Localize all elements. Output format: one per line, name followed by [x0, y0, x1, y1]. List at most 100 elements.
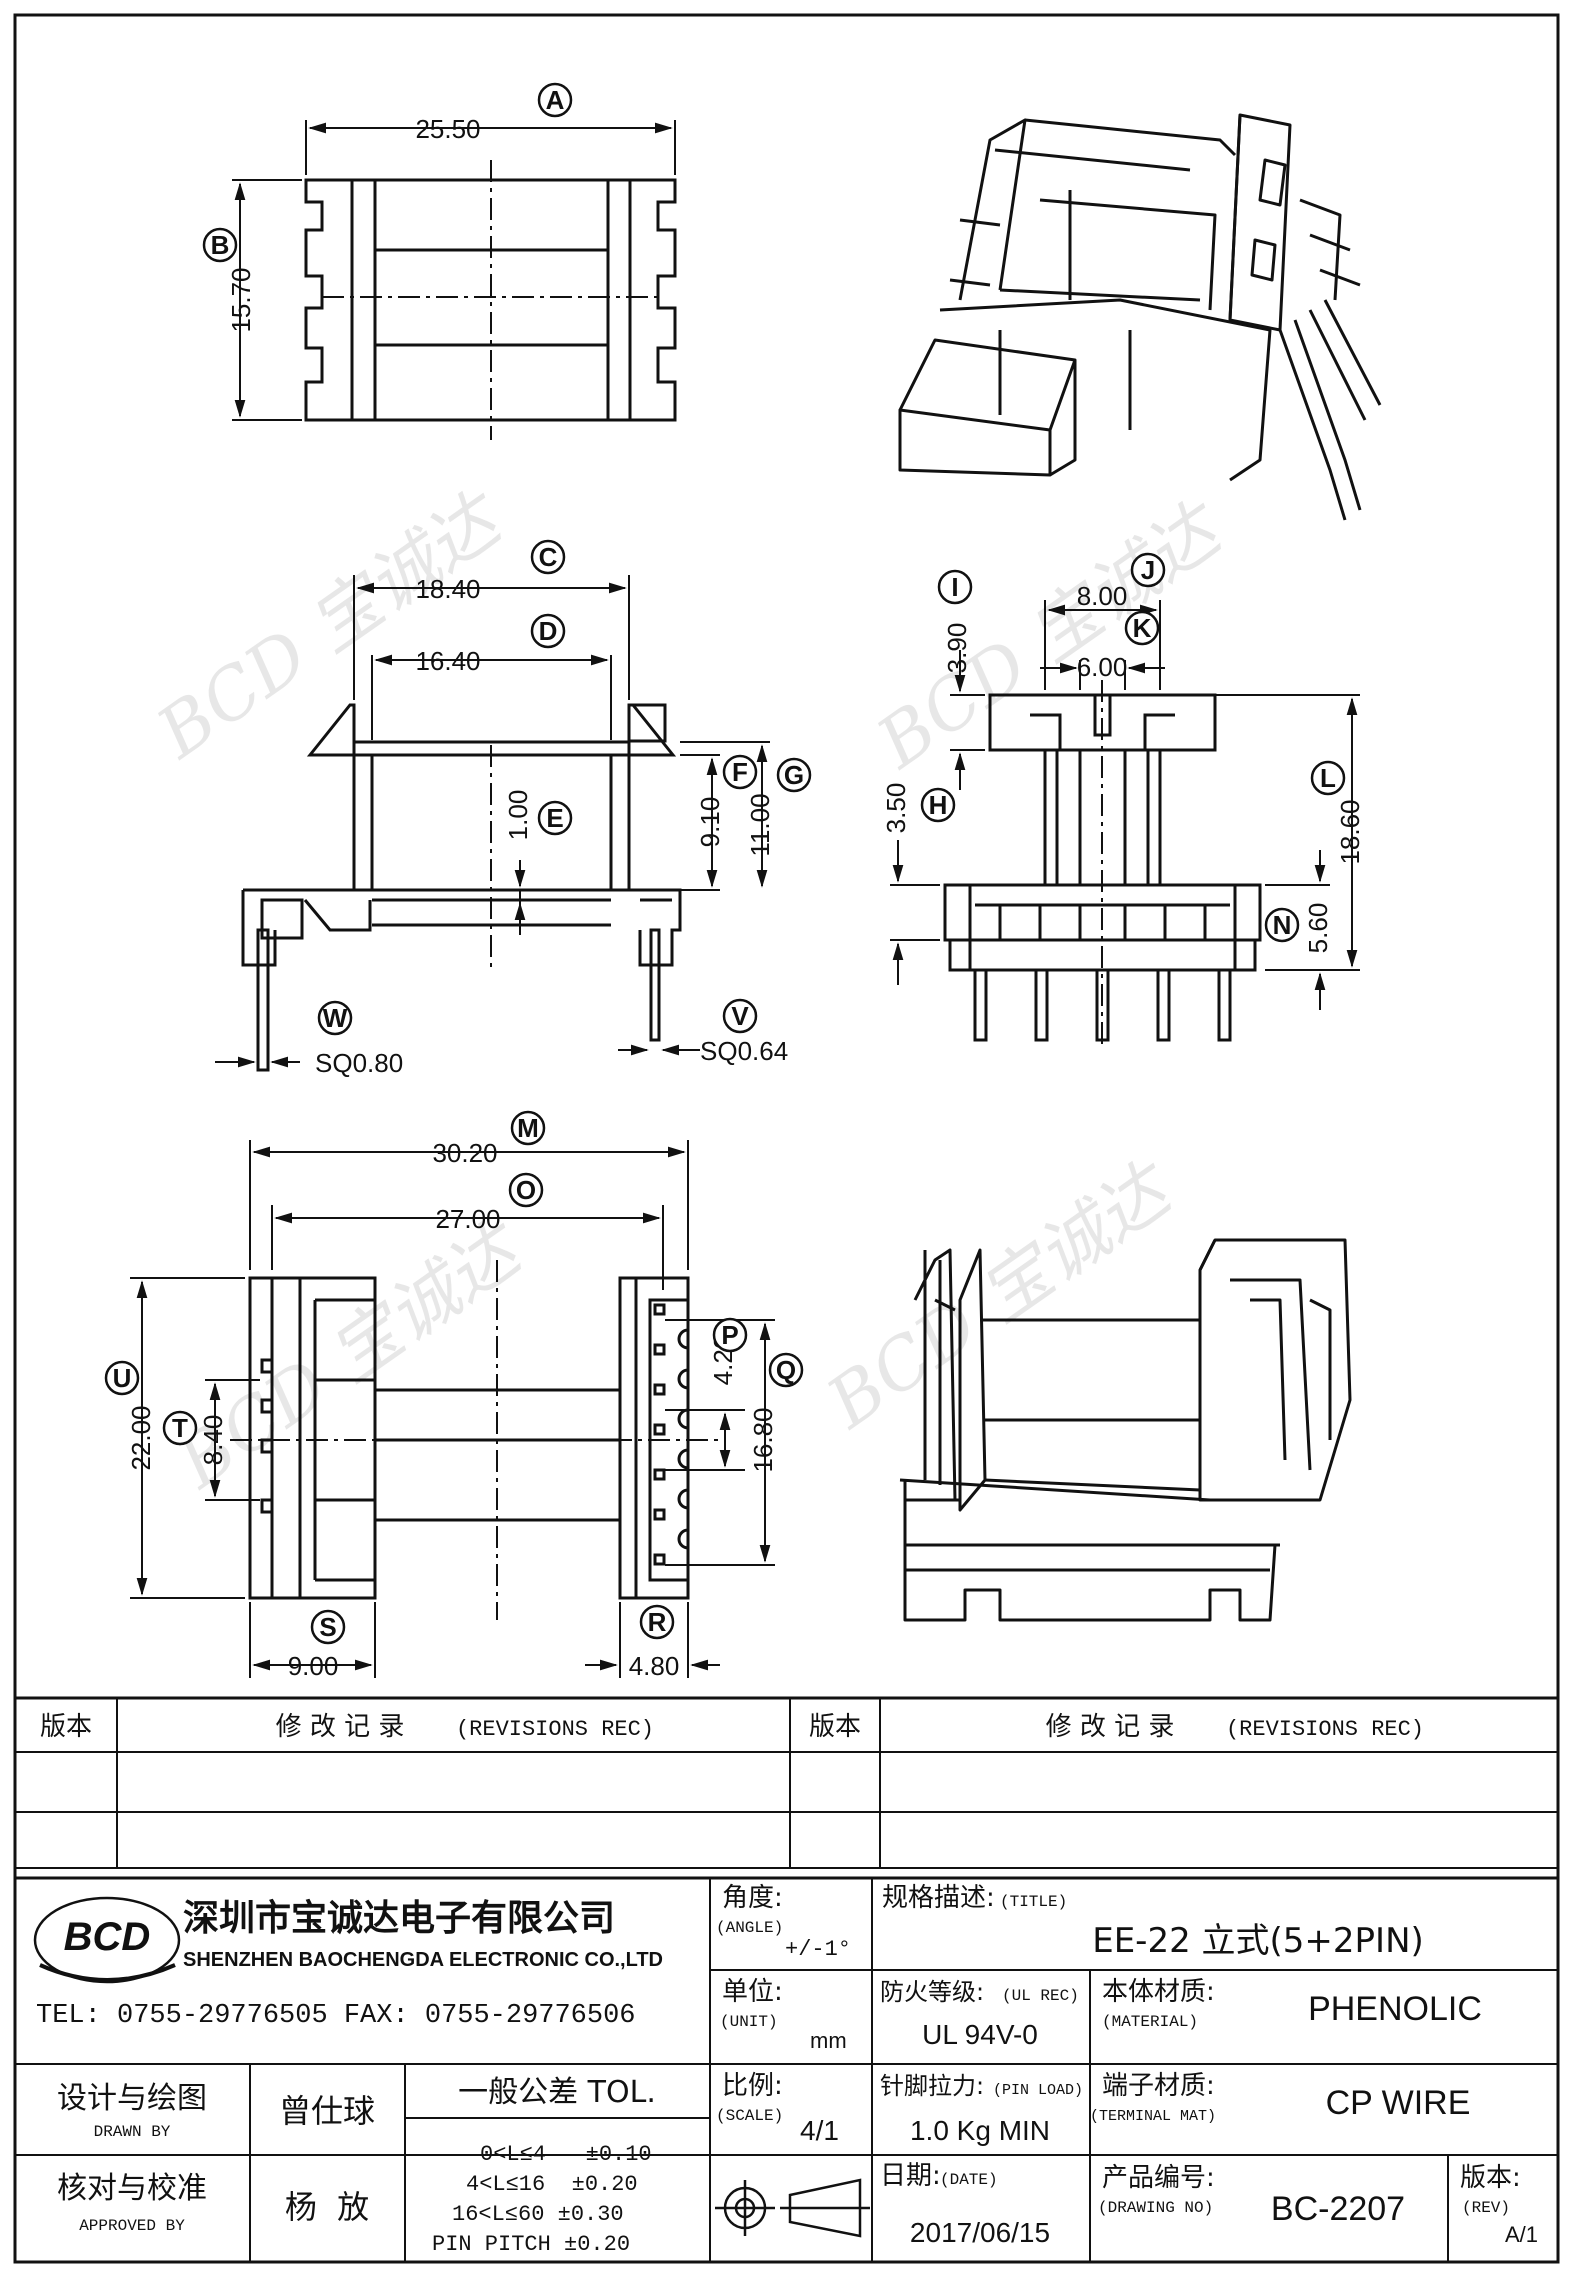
rev-col-record-en-1: (REVISIONS REC): [456, 1717, 654, 1742]
iso-view-2: [899, 1238, 1352, 1622]
date-label: 日期:: [880, 2161, 941, 2191]
dim-D-value: 16.40: [415, 646, 480, 676]
svg-text:E: E: [546, 803, 563, 833]
svg-text:F: F: [732, 757, 748, 787]
dim-H-value: 3.50: [881, 783, 911, 834]
sheet-border: [13, 13, 1560, 2264]
scale-en: (SCALE): [716, 2107, 783, 2125]
drawing-value: BC-2207: [1271, 2190, 1405, 2228]
unit-value: mm: [810, 2028, 847, 2053]
svg-text:I: I: [951, 572, 958, 602]
date-en: (DATE): [940, 2171, 998, 2189]
dim-L-value: 18.60: [1335, 799, 1365, 864]
svg-text:S: S: [319, 1612, 336, 1642]
svg-text:J: J: [1141, 555, 1155, 585]
label-F: F: [722, 754, 758, 790]
svg-text:G: G: [784, 760, 804, 790]
company-name-cn: 深圳市宝诚达电子有限公司: [183, 1898, 615, 1939]
svg-text:Q: Q: [776, 1355, 796, 1385]
dim-Q-value: 16.80: [748, 1407, 778, 1472]
tolerance-row-3: 16<L≤60 ±0.30: [452, 2202, 624, 2227]
svg-text:H: H: [929, 790, 948, 820]
tolerance-row-4: PIN PITCH ±0.20: [432, 2232, 630, 2257]
label-T: T: [162, 1410, 198, 1446]
dim-R-value: 4.80: [629, 1651, 680, 1681]
date-value: 2017/06/15: [910, 2217, 1050, 2248]
svg-text:L: L: [1320, 763, 1336, 793]
rev-col-record-1: 修 改 记 录: [276, 1712, 405, 1742]
approved-value: 杨 放: [285, 2188, 369, 2226]
projection-symbol-icon: [715, 2178, 870, 2238]
svg-text:D: D: [539, 616, 558, 646]
fire-value: UL 94V-0: [922, 2019, 1038, 2050]
company-contact: TEL: 0755-29776505 FAX: 0755-29776506: [36, 2001, 636, 2031]
unit-label: 单位:: [722, 1977, 783, 2007]
pin-label: 针脚拉力:: [880, 2072, 984, 2100]
pin-en: (PIN LOAD): [993, 2082, 1083, 2099]
svg-text:B: B: [211, 230, 230, 260]
material-en: (MATERIAL): [1102, 2013, 1198, 2031]
company-logo: BCD: [33, 1896, 181, 1984]
dim-W-value: SQ0.80: [315, 1048, 403, 1078]
label-L: L: [1310, 760, 1346, 796]
fire-en: (UL REC): [1002, 1987, 1079, 2005]
dim-N-value: 5.60: [1303, 903, 1333, 954]
rev-col-record-en-2: (REVISIONS REC): [1226, 1717, 1424, 1742]
dimensions: [130, 120, 1360, 1678]
rev-col-version-2: 版本: [809, 1712, 861, 1742]
dim-U-value: 22.00: [126, 1405, 156, 1470]
angle-en: (ANGLE): [716, 1919, 783, 1937]
svg-text:W: W: [323, 1003, 348, 1033]
side-view: [943, 680, 1262, 1050]
dim-J-value: 8.00: [1077, 581, 1128, 611]
title-label: 规格描述:: [882, 1883, 995, 1913]
dim-S-value: 9.00: [288, 1651, 339, 1681]
bottom-view: [230, 1260, 720, 1620]
rev-col-record-2: 修 改 记 录: [1046, 1712, 1175, 1742]
drawn-label: 设计与绘图: [57, 2081, 207, 2116]
svg-text:U: U: [113, 1363, 132, 1393]
label-R: R: [639, 1604, 675, 1640]
pin-value: 1.0 Kg MIN: [910, 2115, 1050, 2146]
approved-label: 核对与校准: [57, 2171, 207, 2206]
drawn-en: DRAWN BY: [94, 2123, 171, 2141]
dim-B-value: 15.70: [226, 267, 256, 332]
unit-en: (UNIT): [720, 2013, 778, 2031]
scale-label: 比例:: [722, 2071, 783, 2101]
tolerance-row-2: 4<L≤16 ±0.20: [466, 2172, 638, 2197]
dim-K-value: 6.00: [1077, 652, 1128, 682]
rev-label: 版本:: [1460, 2163, 1521, 2193]
angle-value: +/-1°: [785, 1937, 851, 1962]
dim-G-value: 11.00: [745, 793, 775, 856]
iso-view-1: [898, 113, 1382, 521]
dim-E-value: 1.00: [503, 790, 533, 841]
svg-text:P: P: [721, 1320, 738, 1350]
revisions-header: 版本 修 改 记 录 (REVISIONS REC) 版本 修 改 记 录 (R…: [40, 1712, 1424, 1742]
drawing-label: 产品编号:: [1102, 2163, 1215, 2193]
approved-en: APPROVED BY: [79, 2217, 185, 2235]
drawing-en: (DRAWING NO): [1098, 2199, 1213, 2217]
dim-A-value: 25.50: [415, 114, 480, 144]
top-view: [304, 160, 677, 440]
rev-value: A/1: [1505, 2222, 1538, 2247]
label-B: B: [202, 227, 238, 263]
watermark-2: BCD 宝诚达: [861, 486, 1240, 785]
tolerance-row-1: 0<L≤4 ±0.10: [480, 2142, 652, 2167]
revisions-table: [15, 1696, 1558, 1869]
title-value: EE-22 立式(5+2PIN): [1092, 1921, 1424, 1961]
angle-label: 角度:: [722, 1883, 783, 1913]
svg-text:R: R: [648, 1607, 667, 1637]
svg-text:A: A: [546, 85, 565, 115]
terminal-en: (TERMINAL MAT): [1090, 2108, 1216, 2125]
label-G: G: [776, 757, 812, 793]
svg-text:C: C: [539, 542, 558, 572]
svg-text:T: T: [172, 1413, 188, 1443]
rev-en: (REV): [1462, 2199, 1510, 2217]
label-Q: Q: [768, 1352, 804, 1388]
svg-text:K: K: [1133, 613, 1152, 643]
dimension-values: 25.50 15.70 18.40 16.40 1.00 9.10 11.00 …: [126, 114, 1365, 1681]
watermarks: BCD 宝诚达 BCD 宝诚达 BCD 宝诚达 BCD 宝诚达: [141, 476, 1240, 1505]
label-V: V: [722, 998, 758, 1034]
watermark-4: BCD 宝诚达: [811, 1146, 1190, 1445]
svg-text:O: O: [516, 1175, 536, 1205]
